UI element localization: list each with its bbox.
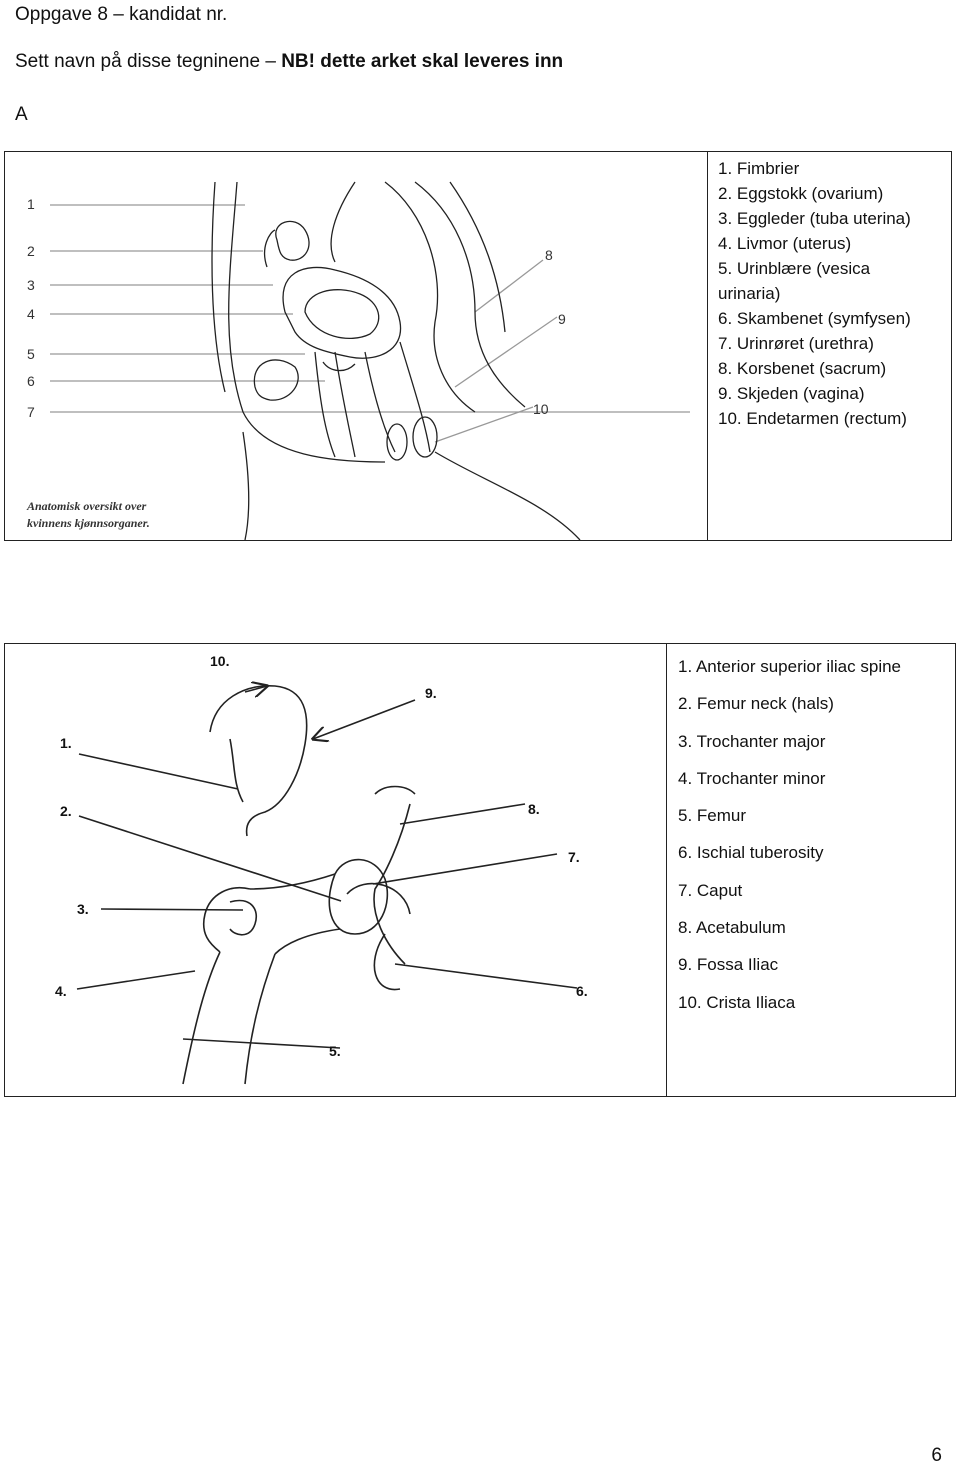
female-anatomy-drawing: 1 2 3 4 5 6 7 8 9 10 Anatomisk oversikt …: [26, 181, 690, 540]
fig-a-number-2: 2: [27, 243, 35, 259]
fig-a-number-10: 10: [533, 401, 549, 417]
fig-a-number-3: 3: [27, 277, 35, 293]
fig-a-caption-line-1: Anatomisk oversikt over: [26, 499, 147, 513]
answer-item: 4. Trochanter minor: [678, 768, 826, 788]
fig-a-number-1: 1: [27, 196, 35, 212]
fig-b-label-7: 7.: [568, 849, 580, 865]
fig-b-label-6: 6.: [576, 983, 588, 999]
answer-item: 9. Skjeden (vagina): [718, 384, 865, 403]
fig-a-number-6: 6: [27, 373, 35, 389]
answer-item: 2. Eggstokk (ovarium): [718, 184, 884, 203]
fig-a-number-4: 4: [27, 306, 35, 322]
instruction-bold: NB! dette arket skal leveres inn: [281, 51, 564, 72]
fig-b-label-10: 10.: [210, 653, 229, 669]
hip-joint-drawing: 1. 2. 3. 4. 5. 6. 7. 8. 9. 10.: [55, 653, 588, 1085]
answer-item: 4. Livmor (uterus): [718, 234, 852, 253]
fig-b-label-2: 2.: [60, 803, 72, 819]
fig-b-label-9: 9.: [425, 685, 437, 701]
fig-b-label-8: 8.: [528, 801, 540, 817]
table-divider: [707, 152, 708, 540]
answer-item: 1. Anterior superior iliac spine: [678, 657, 902, 676]
fig-b-label-4: 4.: [55, 983, 67, 999]
answer-item: 7. Caput: [678, 880, 743, 900]
answer-item: 9. Fossa Iliac: [678, 955, 779, 975]
figure-b-table: 1. 2. 3. 4. 5. 6. 7. 8. 9. 10. 1. Anteri…: [4, 643, 956, 1097]
answer-item: 5. Femur: [678, 806, 747, 826]
fig-a-caption-line-2: kvinnens kjønnsorganer.: [27, 516, 150, 530]
page-number: 6: [931, 1445, 942, 1466]
fig-b-label-1: 1.: [60, 735, 72, 751]
fig-b-answer-list: 1. Anterior superior iliac spine 2. Femu…: [678, 648, 948, 1021]
page-title: Oppgave 8 – kandidat nr.: [15, 4, 228, 25]
answer-item: 8. Korsbenet (sacrum): [718, 359, 887, 378]
answer-item: 6. Ischial tuberosity: [678, 843, 824, 863]
fig-a-number-8: 8: [545, 247, 553, 263]
fig-b-label-5: 5.: [329, 1043, 341, 1059]
answer-item: 6. Skambenet (symfysen): [718, 309, 911, 328]
answer-item: 7. Urinrøret (urethra): [718, 334, 874, 353]
answer-item: 3. Eggleder (tuba uterina): [718, 209, 911, 228]
answer-item: 10. Crista Iliaca: [678, 992, 796, 1012]
answer-item: 10. Endetarmen (rectum): [718, 409, 907, 428]
answer-item: 3. Trochanter major: [678, 731, 826, 751]
answer-item: urinaria): [718, 284, 781, 303]
figure-a-table: 1 2 3 4 5 6 7 8 9 10 Anatomisk oversikt …: [4, 151, 952, 541]
fig-a-number-5: 5: [27, 346, 35, 362]
section-label: A: [15, 104, 28, 125]
answer-item: 5. Urinblære (vesica: [718, 259, 871, 278]
fig-a-number-7: 7: [27, 404, 35, 420]
answer-item: 8. Acetabulum: [678, 918, 786, 938]
fig-a-answer-list: 1. Fimbrier 2. Eggstokk (ovarium) 3. Egg…: [718, 156, 946, 431]
answer-item: 2. Femur neck (hals): [678, 694, 834, 714]
answer-item: 1. Fimbrier: [718, 159, 800, 178]
fig-a-number-9: 9: [558, 311, 566, 327]
instruction-text: Sett navn på disse tegninene – NB! dette…: [15, 51, 563, 73]
instruction-prefix: Sett navn på disse tegninene –: [15, 51, 282, 72]
table-divider: [666, 644, 667, 1096]
fig-b-label-3: 3.: [77, 901, 89, 917]
